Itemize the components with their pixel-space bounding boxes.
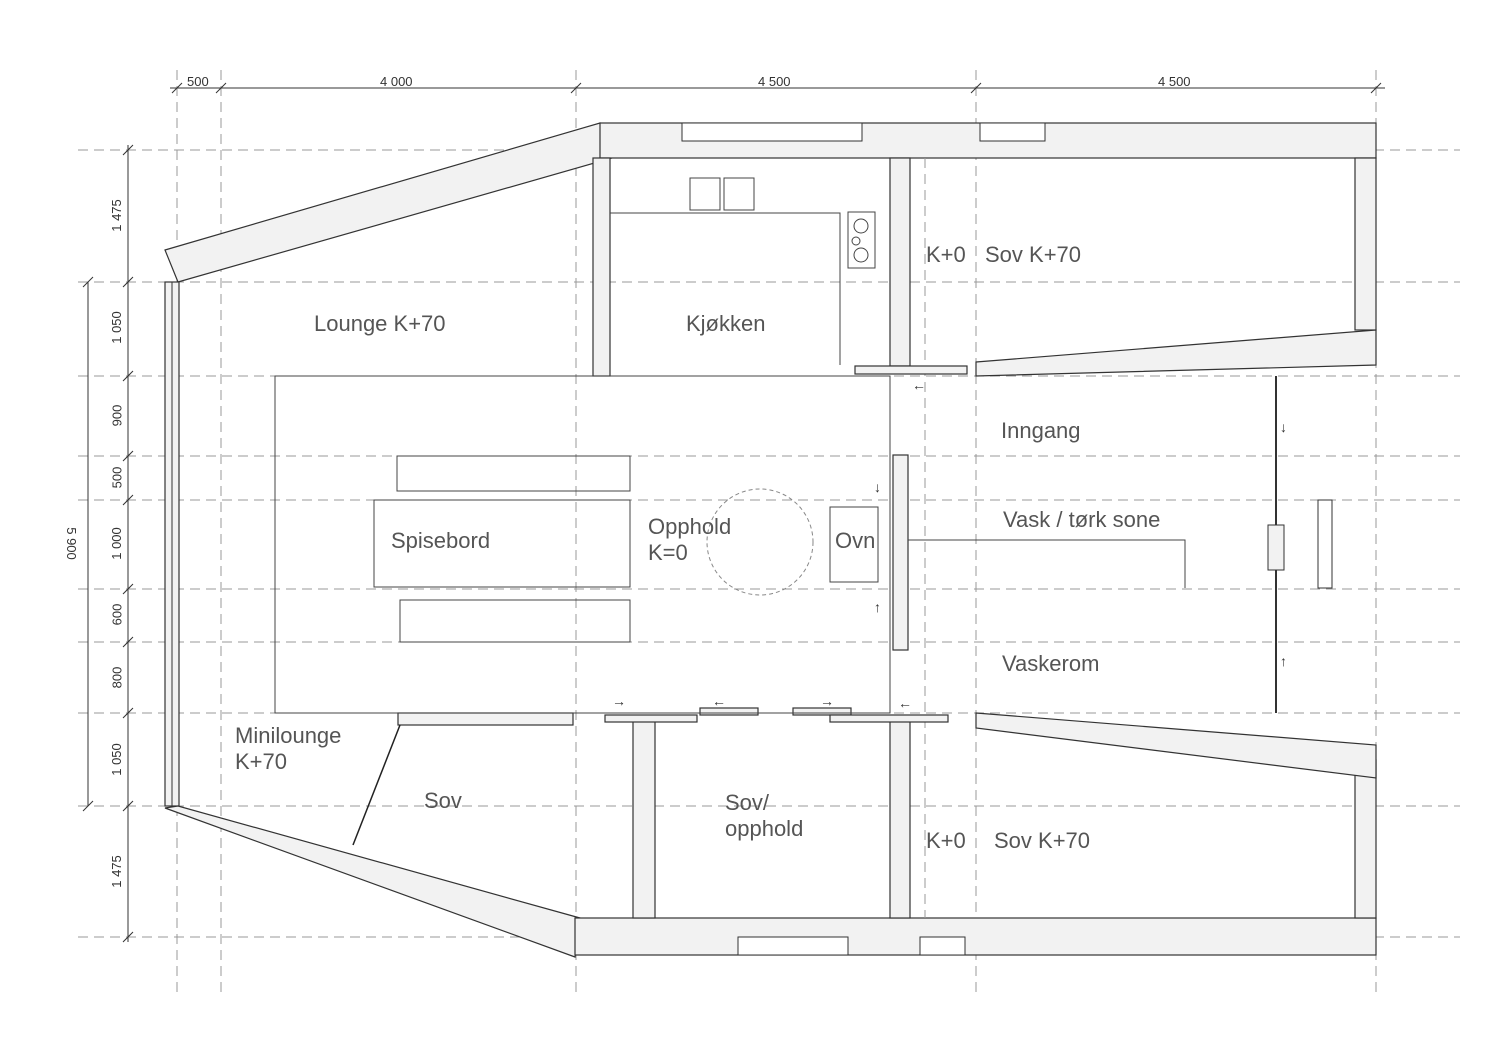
svg-text:←: ←: [712, 693, 726, 709]
dimension-tick: [122, 276, 134, 288]
wall-diagonal-top-right: [975, 329, 1377, 377]
room-sov: Sov: [424, 788, 462, 813]
level-k0-top: K+0: [926, 242, 966, 267]
window-bottom-1: [737, 936, 849, 956]
svg-text:↑: ↑: [874, 599, 881, 615]
hob: [847, 211, 876, 269]
sink-1: [689, 177, 721, 211]
dimension-tick: [215, 82, 227, 94]
dimension-tick: [122, 494, 134, 506]
door-arrows: ↓ ↑ ↓ ↑ ← → ← → ←: [612, 377, 1287, 711]
dimension-tick: [122, 931, 134, 943]
window-top-2: [979, 122, 1046, 142]
wall-diagonal-bottom-right: [975, 712, 1377, 779]
dim-h-1: 4 000: [380, 74, 413, 89]
dimension-tick: [122, 450, 134, 462]
dimension-tick: [122, 583, 134, 595]
dim-v-8: 1 475: [108, 855, 124, 888]
dimension-tick: [1370, 82, 1382, 94]
dim-v-4: 1 000: [108, 527, 124, 560]
dimension-tick: [171, 82, 183, 94]
dimension-tick: [570, 82, 582, 94]
room-sov-opphold: Sov/ opphold: [725, 790, 804, 841]
dimension-tick: [122, 636, 134, 648]
living-area-outline: [274, 375, 891, 714]
dim-h-2: 4 500: [758, 74, 791, 89]
entrance-door: [1267, 524, 1285, 571]
svg-text:←: ←: [912, 377, 926, 393]
dimension-tick: [122, 800, 134, 812]
kitchen-counter: [610, 212, 841, 365]
bedroom-wall-2: [889, 719, 911, 919]
room-vaskerom: Vaskerom: [1002, 651, 1100, 676]
turning-circle: [706, 488, 814, 596]
bottom-wall-left: [397, 712, 574, 726]
svg-text:↓: ↓: [1280, 419, 1287, 435]
room-kitchen: Kjøkken: [686, 311, 766, 336]
room-sov-bottom: Sov K+70: [994, 828, 1091, 853]
dimension-lines: [82, 82, 1385, 943]
entrance-step: [1317, 499, 1333, 589]
sliding-door-3: [792, 707, 852, 716]
dimension-tick: [82, 800, 94, 812]
wall-bottom-diagonal: [164, 805, 581, 958]
dim-v-0: 1 475: [108, 199, 124, 232]
sliding-door-4: [829, 714, 949, 723]
wall-right-bottom: [1354, 759, 1377, 919]
svg-text:←: ←: [898, 695, 912, 711]
room-minilounge: Minilounge K+70: [235, 723, 342, 774]
window-bottom-2: [919, 936, 966, 956]
svg-text:↑: ↑: [1280, 653, 1287, 669]
sov-partition: [352, 724, 401, 846]
room-sov-top: Sov K+70: [985, 242, 1082, 267]
sliding-door-top: [854, 365, 968, 375]
dim-v-total: 5 900: [63, 527, 79, 560]
dimension-tick: [82, 276, 94, 288]
dim-v-7: 1 050: [108, 743, 124, 776]
window-top-1: [681, 122, 863, 142]
dim-v-1: 1 050: [108, 311, 124, 344]
dining-table: [373, 499, 631, 588]
svg-text:↓: ↓: [874, 479, 881, 495]
sliding-door-1: [604, 714, 698, 723]
sliding-door-2: [699, 707, 759, 716]
bedroom-wall-1: [632, 719, 656, 919]
wall-right-top: [1354, 157, 1377, 331]
room-vask: Vask / tørk sone: [1003, 507, 1161, 532]
bench-2: [399, 599, 631, 643]
dim-v-5: 600: [109, 603, 125, 626]
wall-bottom: [574, 917, 1377, 956]
sink-2: [723, 177, 755, 211]
dimension-tick: [122, 370, 134, 382]
room-spisebord: Spisebord: [391, 528, 491, 553]
label-ovn: Ovn: [835, 528, 876, 553]
grid-lines: [78, 70, 1460, 995]
dimension-tick: [970, 82, 982, 94]
wash-counter: [908, 539, 1186, 588]
dimension-tick: [122, 707, 134, 719]
dim-v-3: 500: [109, 466, 125, 489]
kitchen-left-wall: [592, 157, 611, 377]
kitchen-right-wall: [889, 157, 911, 367]
wall-top-diagonal: [164, 122, 613, 283]
oven: [829, 506, 879, 583]
room-opphold: Opphold K=0: [648, 514, 732, 565]
dim-v-2: 900: [109, 404, 125, 427]
dimension-tick: [122, 144, 134, 156]
level-k0-bottom: K+0: [926, 828, 966, 853]
room-lounge: Lounge K+70: [314, 311, 446, 336]
dim-h-3: 4 500: [1158, 74, 1191, 89]
sliding-panel: [892, 454, 909, 651]
svg-text:→: →: [820, 693, 834, 709]
svg-text:→: →: [612, 693, 626, 709]
dim-h-0: 500: [187, 74, 209, 89]
bench-1: [396, 455, 631, 492]
dim-v-6: 800: [109, 666, 125, 689]
room-inngang: Inngang: [1001, 418, 1081, 443]
